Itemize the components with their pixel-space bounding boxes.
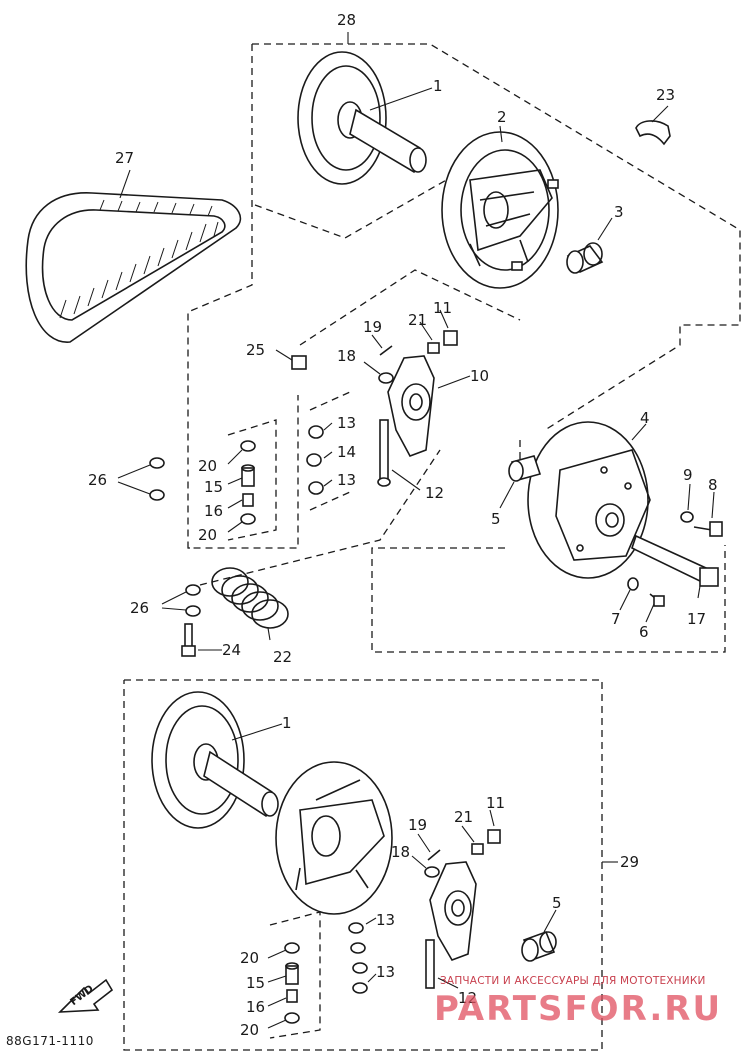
label-20-b: 20 [198,526,217,544]
label-10: 10 [470,367,489,385]
washers-26-lower [161,584,201,617]
watermark-tagline: ЗАПЧАСТИ И АКСЕССУАРЫ ДЛЯ МОТОТЕХНИКИ [440,975,706,987]
bolt-17 [631,534,719,599]
label-22: 22 [273,648,292,666]
bolt-6 [645,593,665,623]
roller-5-upper [499,455,542,509]
bushing-group-lower [267,911,321,1039]
washer-9 [680,483,694,523]
roller-5-lower [521,909,557,962]
fwd-arrow-icon [57,978,114,1013]
label-3: 3 [614,203,624,221]
label-18-upper: 18 [337,347,356,365]
bushing-group-upper [227,419,277,541]
drawing-code: 88G171-1110 [6,1034,94,1048]
label-4: 4 [640,409,650,427]
label-1-lower: 1 [282,714,292,732]
label-1-upper: 1 [433,77,443,95]
clip [635,105,671,146]
label-12-lower: 12 [458,989,477,1007]
label-25: 25 [246,341,265,359]
bolt-24 [181,623,222,657]
cap-11-upper [439,309,458,346]
label-21-lower: 21 [454,808,473,826]
movable-sheave-lower [275,761,393,915]
spring-assembly-line [199,449,441,586]
label-19-upper: 19 [363,318,382,336]
spider-lower [429,861,477,961]
label-27: 27 [115,149,134,167]
label-20-c: 20 [240,949,259,967]
label-26-lower: 26 [130,599,149,617]
pin-19-lower [417,833,441,861]
label-13-d: 13 [376,963,395,981]
label-24: 24 [222,641,241,659]
label-19-lower: 19 [408,816,427,834]
label-12-upper: 12 [425,484,444,502]
washers-13-lower [348,917,377,994]
label-18-lower: 18 [391,843,410,861]
part-labels: 28 1 2 3 23 27 11 21 19 25 18 10 13 14 1… [68,11,717,1039]
fixed-sheave-upper [297,51,433,185]
washer-18-upper [363,361,394,384]
label-13-b: 13 [337,471,356,489]
pin-12-upper [377,419,421,491]
washer-18-lower [411,855,440,878]
bolt-8 [693,491,723,537]
spring [211,567,289,641]
nut-25 [275,349,307,370]
label-11-upper: 11 [433,299,452,317]
label-13-c: 13 [376,911,395,929]
washers-26-upper [117,457,165,501]
label-16-upper: 16 [204,502,223,520]
label-14: 14 [337,443,356,461]
watermark-logo: PARTSFOR.RU [434,989,723,1029]
label-16-lower: 16 [246,998,265,1016]
label-15-upper: 15 [204,478,223,496]
label-21-upper: 21 [408,311,427,329]
label-26-upper: 26 [88,471,107,489]
drive-belt [25,169,242,343]
pin-12-lower [425,939,459,989]
label-29: 29 [620,853,639,871]
nut-21-upper [419,321,440,354]
label-23: 23 [656,86,675,104]
cap-11-lower [487,809,501,844]
label-20-d: 20 [240,1021,259,1039]
spider-upper [387,355,471,457]
pin-19-upper [371,334,393,356]
label-5-lower: 5 [552,894,562,912]
label-7: 7 [611,610,621,628]
washer-7 [619,577,639,611]
label-17: 17 [687,610,706,628]
cover [527,421,651,579]
fixed-sheave-lower [151,691,283,829]
label-28: 28 [337,11,356,29]
label-20-a: 20 [198,457,217,475]
roller-upper [566,217,613,274]
label-8: 8 [708,476,718,494]
movable-sheave [441,125,559,289]
label-2: 2 [497,108,507,126]
lower-assembly-boundary [123,679,618,1051]
label-6: 6 [639,623,649,641]
washers-13-14-upper [306,391,351,511]
nut-21-lower [461,825,484,855]
label-5-upper: 5 [491,510,501,528]
label-11-lower: 11 [486,794,505,812]
label-9: 9 [683,466,693,484]
label-15-lower: 15 [246,974,265,992]
label-13-a: 13 [337,414,356,432]
